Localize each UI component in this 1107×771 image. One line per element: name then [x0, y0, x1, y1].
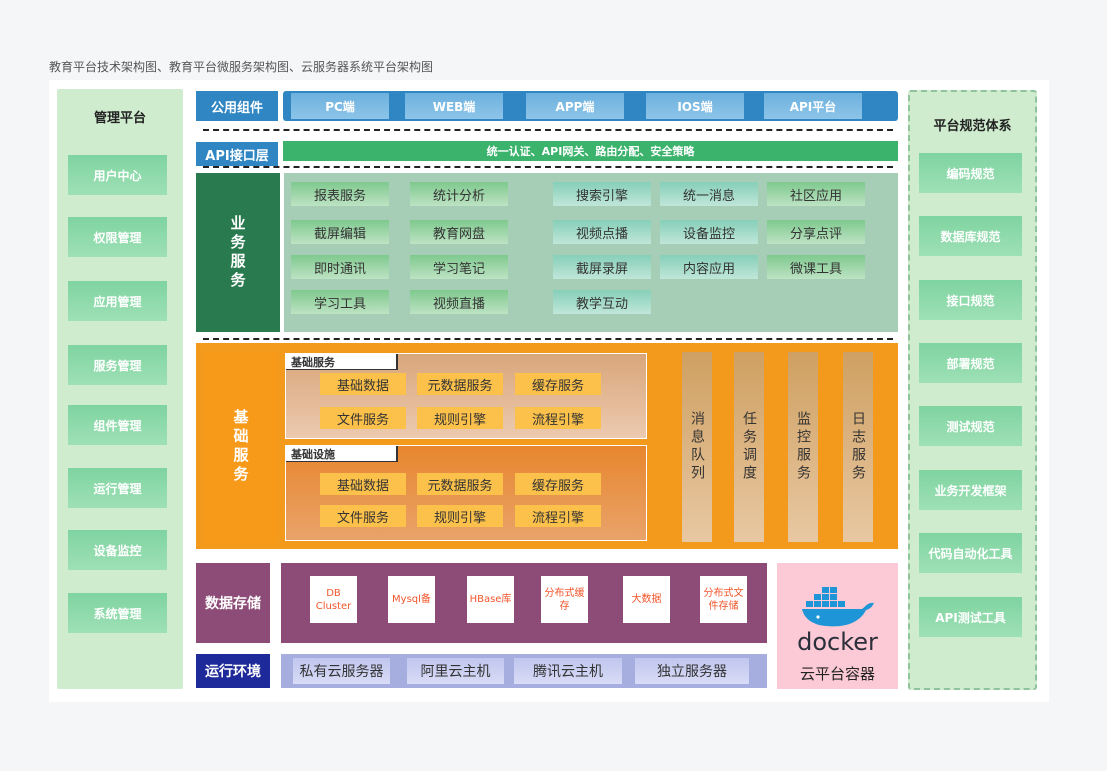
api-layer-bar: 统一认证、API网关、路由分配、安全策略	[283, 141, 898, 161]
business-service-pill: 截屏录屏	[553, 255, 651, 279]
runtime-pill: 独立服务器	[635, 658, 749, 684]
infra-pill: 基础数据	[320, 473, 406, 495]
mgmt-item: 运行管理	[68, 468, 167, 508]
runtime-pill: 腾讯云主机	[514, 658, 622, 684]
docker-logo: docker	[797, 628, 878, 656]
column-label: 监控服务	[795, 411, 811, 483]
base-service-pill: 流程引擎	[515, 407, 601, 429]
business-services-label-text: 业务服务	[228, 214, 247, 291]
mgmt-item: 设备监控	[68, 530, 167, 570]
infra-pill: 元数据服务	[417, 473, 503, 495]
storage-box: 大数据	[623, 576, 670, 623]
base-service-pill: 基础数据	[320, 373, 406, 395]
infra-pill: 规则引擎	[417, 505, 503, 527]
business-service-pill: 学习工具	[291, 290, 389, 314]
standard-item: 编码规范	[919, 153, 1022, 193]
infra-pill: 流程引擎	[515, 505, 601, 527]
base-service-pill: 缓存服务	[515, 373, 601, 395]
business-service-pill: 搜索引擎	[553, 182, 651, 206]
runtime-pill: 阿里云主机	[407, 658, 504, 684]
base-service-pill: 规则引擎	[417, 407, 503, 429]
business-service-pill: 微课工具	[767, 255, 865, 279]
mgmt-item: 应用管理	[68, 281, 167, 321]
storage-box: Mysql备	[388, 576, 435, 623]
base-service-pill: 文件服务	[320, 407, 406, 429]
base-service-pill: 元数据服务	[417, 373, 503, 395]
client-pill: APP端	[526, 93, 624, 119]
api-layer-label: API接口层	[196, 142, 278, 166]
business-service-pill: 视频点播	[553, 220, 651, 244]
business-service-pill: 内容应用	[660, 255, 758, 279]
business-service-pill: 分享点评	[767, 220, 865, 244]
business-service-pill: 视频直播	[410, 290, 508, 314]
vertical-service-column: 日志服务	[843, 352, 873, 542]
column-label: 消息队列	[689, 411, 705, 483]
mgmt-item: 系统管理	[68, 593, 167, 633]
infra-pill: 缓存服务	[515, 473, 601, 495]
mgmt-item: 服务管理	[68, 345, 167, 385]
business-service-pill: 教学互动	[553, 290, 651, 314]
standard-item: 数据库规范	[919, 216, 1022, 256]
business-service-pill: 报表服务	[291, 182, 389, 206]
column-label: 日志服务	[850, 411, 866, 483]
vertical-service-column: 消息队列	[682, 352, 712, 542]
storage-box: 分布式缓存	[541, 576, 588, 623]
group-tab: 基础服务	[286, 354, 398, 370]
docker-whale-icon	[802, 587, 874, 627]
standard-item: 业务开发框架	[919, 470, 1022, 510]
data-storage-area	[281, 563, 767, 643]
data-storage-label: 数据存储	[196, 563, 270, 643]
business-service-pill: 学习笔记	[410, 255, 508, 279]
vertical-service-column: 监控服务	[788, 352, 818, 542]
business-service-pill: 即时通讯	[291, 255, 389, 279]
business-services-label: 业务服务	[196, 173, 280, 332]
divider	[203, 129, 893, 131]
base-services-label: 基础服务	[204, 351, 278, 543]
standard-item: 接口规范	[919, 280, 1022, 320]
cloud-container-label: 云平台容器	[799, 665, 875, 683]
runtime-pill: 私有云服务器	[293, 658, 390, 684]
business-service-pill: 统一消息	[660, 182, 758, 206]
platform-standards-title: 平台规范体系	[933, 119, 1012, 134]
public-components-label: 公用组件	[196, 91, 278, 121]
infra-pill: 文件服务	[320, 505, 406, 527]
business-service-pill: 社区应用	[767, 182, 865, 206]
management-platform-title: 管理平台	[93, 111, 146, 126]
mgmt-item: 组件管理	[68, 405, 167, 445]
base-services-label-text: 基础服务	[231, 409, 250, 485]
storage-box: HBase库	[467, 576, 514, 623]
business-service-pill: 截屏编辑	[291, 220, 389, 244]
standard-item: 代码自动化工具	[919, 533, 1022, 573]
column-label: 任务调度	[741, 411, 757, 483]
page-caption: 教育平台技术架构图、教育平台微服务架构图、云服务器系统平台架构图	[49, 60, 434, 74]
client-pill: PC端	[291, 93, 389, 119]
business-service-pill: 设备监控	[660, 220, 758, 244]
standard-item: 部署规范	[919, 343, 1022, 383]
standard-item: 测试规范	[919, 406, 1022, 446]
runtime-env-label: 运行环境	[196, 654, 270, 688]
client-pill: API平台	[764, 93, 862, 119]
client-pill: IOS端	[646, 93, 744, 119]
group-tab: 基础设施	[286, 446, 398, 462]
divider	[203, 338, 893, 340]
divider	[203, 166, 893, 168]
storage-box: DB Cluster	[310, 576, 357, 623]
business-service-pill: 教育网盘	[410, 220, 508, 244]
vertical-service-column: 任务调度	[734, 352, 764, 542]
storage-box: 分布式文件存储	[700, 576, 747, 623]
client-pill: WEB端	[405, 93, 503, 119]
mgmt-item: 权限管理	[68, 217, 167, 257]
business-service-pill: 统计分析	[410, 182, 508, 206]
standard-item: API测试工具	[919, 597, 1022, 637]
mgmt-item: 用户中心	[68, 155, 167, 195]
